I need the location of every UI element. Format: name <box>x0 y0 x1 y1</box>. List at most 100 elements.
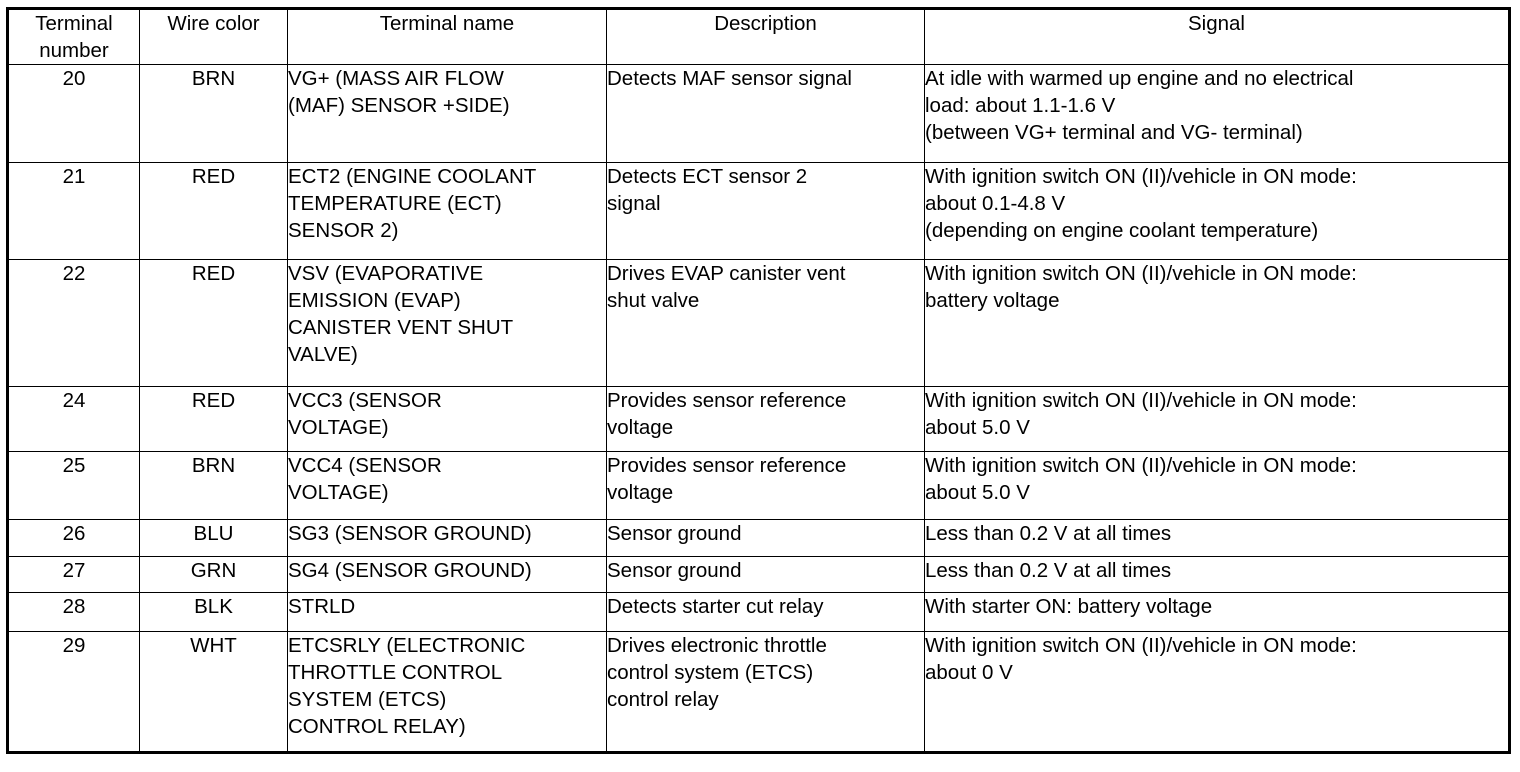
text-line: SG4 (SENSOR GROUND) <box>288 559 532 582</box>
cell-terminal-name: STRLD <box>287 592 607 632</box>
text-line: SYSTEM (ETCS) <box>288 688 447 711</box>
text-line: STRLD <box>288 595 356 618</box>
text-line: At idle with warmed up engine and no ele… <box>925 67 1354 90</box>
cell-wire-color: WHT <box>139 631 288 753</box>
cell-terminal-name: VG+ (MASS AIR FLOW (MAF) SENSOR +SIDE) <box>287 64 607 163</box>
cell-signal: With ignition switch ON (II)/vehicle in … <box>924 162 1510 260</box>
text-line: SENSOR 2) <box>288 219 399 242</box>
table-row: 24 RED VCC3 (SENSOR VOLTAGE) Provides se… <box>7 386 1510 452</box>
cell-signal: Less than 0.2 V at all times <box>924 519 1510 557</box>
text-line: THROTTLE CONTROL <box>288 661 503 684</box>
table-body: 20 BRN VG+ (MASS AIR FLOW (MAF) SENSOR +… <box>7 64 1510 753</box>
column-header-signal: Signal <box>924 8 1510 65</box>
text-line: (MAF) SENSOR +SIDE) <box>288 94 510 117</box>
text-line: VOLTAGE) <box>288 481 389 504</box>
text-line: Less than 0.2 V at all times <box>925 522 1172 545</box>
cell-terminal-number: 24 <box>7 386 140 452</box>
cell-signal: With ignition switch ON (II)/vehicle in … <box>924 386 1510 452</box>
text-line: Sensor ground <box>607 522 742 545</box>
cell-wire-color: RED <box>139 259 288 387</box>
text-line: battery voltage <box>925 289 1060 312</box>
text-line: (depending on engine coolant temperature… <box>925 219 1319 242</box>
text-line: VCC4 (SENSOR <box>288 454 442 477</box>
cell-description: Detects MAF sensor signal <box>606 64 925 163</box>
table-row: 22 RED VSV (EVAPORATIVE EMISSION (EVAP) … <box>7 259 1510 387</box>
header-line: Description <box>714 12 817 35</box>
cell-terminal-name: ETCSRLY (ELECTRONIC THROTTLE CONTROL SYS… <box>287 631 607 753</box>
table-row: 28 BLK STRLD Detects starter cut relay W… <box>7 592 1510 632</box>
header-line: Signal <box>1188 12 1245 35</box>
cell-terminal-name: SG3 (SENSOR GROUND) <box>287 519 607 557</box>
text-line: VG+ (MASS AIR FLOW <box>288 67 504 90</box>
header-row: Terminal number Wire color Terminal name… <box>7 8 1510 65</box>
cell-description: Sensor ground <box>606 556 925 593</box>
cell-terminal-number: 21 <box>7 162 140 260</box>
cell-description: Sensor ground <box>606 519 925 557</box>
cell-wire-color: GRN <box>139 556 288 593</box>
text-line: CANISTER VENT SHUT <box>288 316 514 339</box>
header-line: Terminal name <box>379 12 515 35</box>
header-line: Terminal <box>35 12 113 35</box>
cell-terminal-name: VSV (EVAPORATIVE EMISSION (EVAP) CANISTE… <box>287 259 607 387</box>
cell-terminal-number: 27 <box>7 556 140 593</box>
text-line: SG3 (SENSOR GROUND) <box>288 522 532 545</box>
cell-terminal-number: 26 <box>7 519 140 557</box>
text-line: Detects starter cut relay <box>607 595 824 618</box>
cell-description: Provides sensor reference voltage <box>606 451 925 520</box>
cell-terminal-name: VCC4 (SENSOR VOLTAGE) <box>287 451 607 520</box>
text-line: about 5.0 V <box>925 481 1030 504</box>
column-header-wire-color: Wire color <box>139 8 288 65</box>
text-line: With ignition switch ON (II)/vehicle in … <box>925 634 1357 657</box>
text-line: Provides sensor reference <box>607 454 847 477</box>
cell-terminal-number: 22 <box>7 259 140 387</box>
cell-wire-color: BRN <box>139 64 288 163</box>
cell-signal: With ignition switch ON (II)/vehicle in … <box>924 631 1510 753</box>
cell-description: Provides sensor reference voltage <box>606 386 925 452</box>
column-header-terminal-name: Terminal name <box>287 8 607 65</box>
text-line: With ignition switch ON (II)/vehicle in … <box>925 454 1357 477</box>
table-row: 25 BRN VCC4 (SENSOR VOLTAGE) Provides se… <box>7 451 1510 520</box>
text-line: Drives EVAP canister vent <box>607 262 846 285</box>
text-line: control relay <box>607 688 719 711</box>
cell-terminal-number: 25 <box>7 451 140 520</box>
cell-terminal-number: 28 <box>7 592 140 632</box>
cell-description: Detects starter cut relay <box>606 592 925 632</box>
cell-signal: With ignition switch ON (II)/vehicle in … <box>924 259 1510 387</box>
text-line: With starter ON: battery voltage <box>925 595 1213 618</box>
text-line: (between VG+ terminal and VG- terminal) <box>925 121 1303 144</box>
text-line: Provides sensor reference <box>607 389 847 412</box>
terminal-pinout-table: Terminal number Wire color Terminal name… <box>6 7 1511 754</box>
column-header-terminal-number: Terminal number <box>7 8 140 65</box>
text-line: VALVE) <box>288 343 358 366</box>
text-line: Less than 0.2 V at all times <box>925 559 1172 582</box>
text-line: With ignition switch ON (II)/vehicle in … <box>925 389 1357 412</box>
table-row: 21 RED ECT2 (ENGINE COOLANT TEMPERATURE … <box>7 162 1510 260</box>
cell-description: Drives EVAP canister vent shut valve <box>606 259 925 387</box>
cell-wire-color: RED <box>139 162 288 260</box>
cell-description: Detects ECT sensor 2 signal <box>606 162 925 260</box>
text-line: VOLTAGE) <box>288 416 389 439</box>
text-line: about 0.1-4.8 V <box>925 192 1066 215</box>
table-row: 20 BRN VG+ (MASS AIR FLOW (MAF) SENSOR +… <box>7 64 1510 163</box>
text-line: load: about 1.1-1.6 V <box>925 94 1116 117</box>
cell-terminal-name: ECT2 (ENGINE COOLANT TEMPERATURE (ECT) S… <box>287 162 607 260</box>
header-line: number <box>39 39 109 62</box>
text-line: EMISSION (EVAP) <box>288 289 461 312</box>
text-line: Drives electronic throttle <box>607 634 827 657</box>
text-line: voltage <box>607 481 674 504</box>
table-row: 27 GRN SG4 (SENSOR GROUND) Sensor ground… <box>7 556 1510 593</box>
table-header: Terminal number Wire color Terminal name… <box>7 8 1510 65</box>
cell-wire-color: RED <box>139 386 288 452</box>
text-line: ETCSRLY (ELECTRONIC <box>288 634 526 657</box>
text-line: TEMPERATURE (ECT) <box>288 192 502 215</box>
cell-terminal-name: VCC3 (SENSOR VOLTAGE) <box>287 386 607 452</box>
text-line: Detects ECT sensor 2 <box>607 165 808 188</box>
text-line: With ignition switch ON (II)/vehicle in … <box>925 165 1357 188</box>
text-line: VSV (EVAPORATIVE <box>288 262 484 285</box>
text-line: With ignition switch ON (II)/vehicle in … <box>925 262 1357 285</box>
text-line: CONTROL RELAY) <box>288 715 466 738</box>
text-line: about 5.0 V <box>925 416 1030 439</box>
cell-terminal-number: 20 <box>7 64 140 163</box>
cell-terminal-number: 29 <box>7 631 140 753</box>
